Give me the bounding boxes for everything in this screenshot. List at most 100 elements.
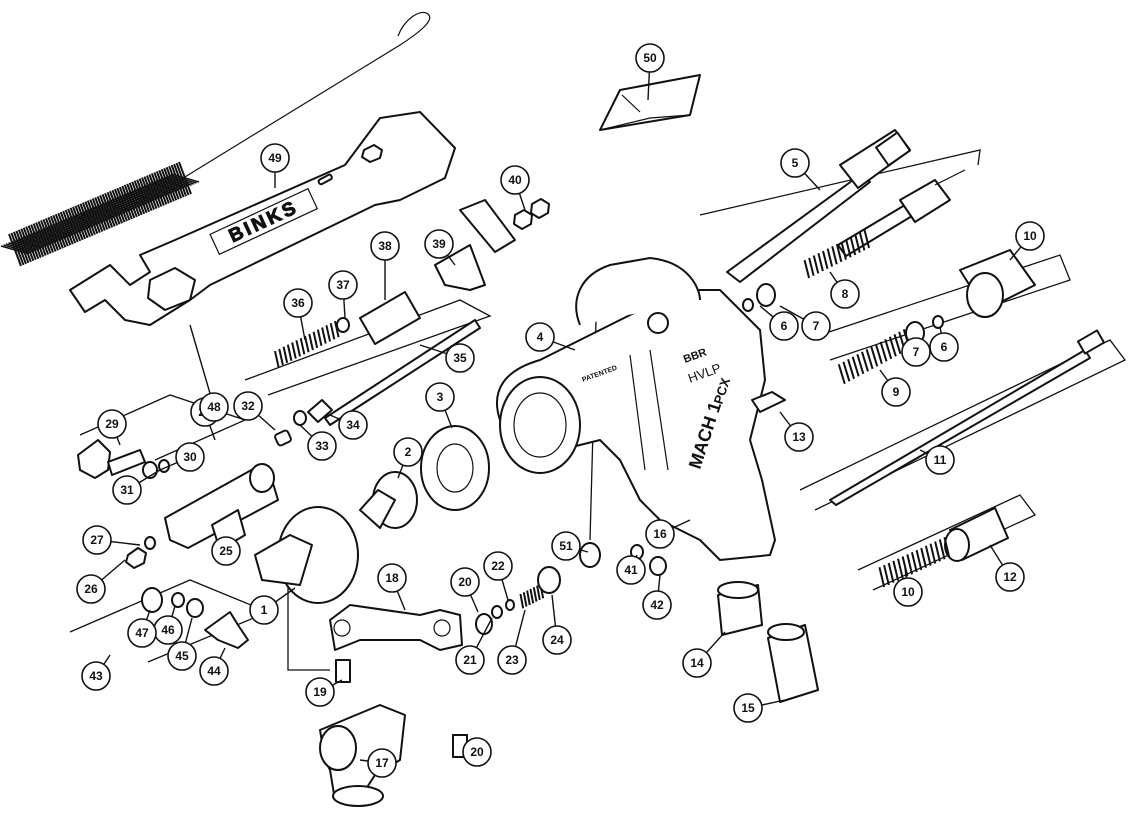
spring-coil [842, 361, 851, 382]
callout-number: 3 [437, 390, 444, 404]
callout-number: 40 [508, 173, 522, 187]
needle-5 [726, 174, 871, 283]
callout-14: 14 [682, 648, 712, 678]
callout-circle [455, 645, 485, 675]
callout-circle [283, 288, 313, 318]
brush-wire [179, 11, 431, 181]
callout-40: 40 [500, 165, 530, 195]
gun-body-4: PATENTED BBR HVLP MACH 1 PCX [495, 257, 776, 561]
spring-coil [874, 344, 883, 365]
yoke-19 [329, 604, 463, 651]
callout-circle [76, 574, 106, 604]
callout-circle [929, 332, 959, 362]
part-34 [293, 410, 307, 426]
spring-coil [856, 354, 865, 375]
brush-49 [0, 11, 431, 267]
callout-number: 49 [268, 151, 282, 165]
spring-coil [532, 587, 538, 602]
callout-50: 50 [635, 43, 665, 73]
spring-coil [295, 340, 301, 357]
bristle [170, 173, 200, 183]
envelope-flap [599, 94, 691, 131]
callout-circle [733, 693, 763, 723]
callout-circle [167, 641, 197, 671]
callout-41: 41 [616, 555, 646, 585]
callout-circle [925, 445, 955, 475]
spring-coil [893, 334, 902, 355]
valve-body-39 [359, 291, 421, 345]
callout-10: 10 [893, 577, 923, 607]
spring-coil [329, 322, 336, 340]
callout-circle [305, 677, 335, 707]
baffle-3 [420, 425, 490, 511]
callout-number: 50 [643, 51, 657, 65]
bristle [165, 175, 195, 185]
callout-number: 26 [84, 582, 98, 596]
callout-number: 20 [470, 745, 484, 759]
callout-circle [525, 322, 555, 352]
spring-coil [884, 339, 893, 360]
bottom-fittings [717, 581, 819, 703]
callout-number: 10 [901, 585, 915, 599]
callout-20: 20 [462, 737, 492, 767]
callout-circle [784, 422, 814, 452]
callout-39: 39 [424, 229, 454, 259]
callout-number: 14 [690, 656, 704, 670]
ring-7-upper [756, 283, 776, 307]
bristle [168, 174, 197, 184]
callout-number: 27 [90, 533, 104, 547]
callout-31: 31 [112, 475, 142, 505]
callout-number: 21 [463, 653, 477, 667]
callout-circle [450, 567, 480, 597]
spring-coil [883, 564, 890, 586]
rod-head [1076, 329, 1106, 355]
callout-number: 7 [913, 345, 920, 359]
spring-coil [808, 257, 815, 276]
spring-coil [304, 335, 310, 353]
spring-coil [845, 239, 852, 258]
callout-circle [338, 410, 368, 440]
callout-circle [645, 519, 675, 549]
callout-number: 30 [183, 450, 197, 464]
callout-circle [616, 555, 646, 585]
part-38 [336, 317, 350, 333]
ring-48 [141, 587, 163, 613]
air-cap-horn [254, 534, 313, 586]
callout-12: 12 [995, 562, 1025, 592]
callout-11: 11 [925, 445, 955, 475]
callout-number: 31 [120, 483, 134, 497]
callout-3: 3 [425, 382, 455, 412]
spring-coil [878, 567, 886, 588]
callout-number: 25 [219, 544, 233, 558]
callout-number: 22 [491, 559, 505, 573]
spring-coil [851, 356, 860, 377]
gun-front-bore [513, 392, 567, 458]
callout-number: 19 [313, 685, 327, 699]
spring-coil [312, 331, 319, 349]
part-22 [491, 605, 503, 619]
callout-circle [260, 143, 290, 173]
spring-coil [803, 259, 810, 279]
group-outline-36-39 [244, 299, 492, 396]
spring-coil [887, 562, 895, 584]
callout-circle [127, 618, 157, 648]
wrench-slot [317, 173, 333, 186]
callout-circle [82, 525, 112, 555]
callout-circle [445, 343, 475, 373]
callout-9: 9 [881, 377, 911, 407]
callout-33: 33 [307, 431, 337, 461]
callout-number: 33 [315, 439, 329, 453]
group-outline-12 [799, 339, 1126, 511]
callout-number: 2 [405, 445, 412, 459]
wrench-hex-large [147, 267, 196, 311]
callout-number: 41 [624, 563, 638, 577]
spring-coil [522, 592, 528, 607]
callout-circle [199, 656, 229, 686]
spring-coil [854, 234, 861, 253]
callout-15: 15 [733, 693, 763, 723]
spring-8 [803, 229, 870, 279]
callout-circle [377, 563, 407, 593]
callout-2: 2 [393, 437, 423, 467]
rod-12 [829, 329, 1106, 506]
